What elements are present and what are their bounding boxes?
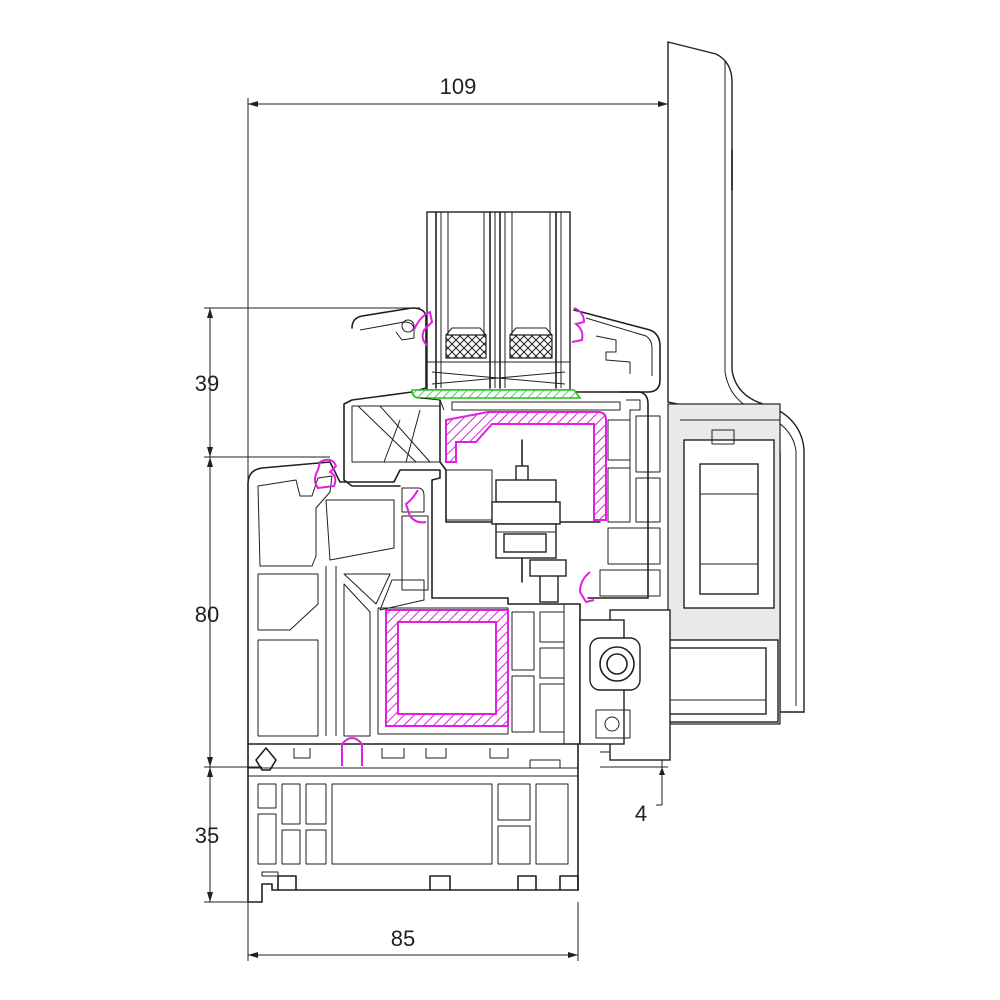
sash-profile <box>343 307 661 599</box>
dim-arrow <box>658 101 668 107</box>
gasket-glazing-outer <box>571 307 586 343</box>
dim-arrow <box>207 447 213 457</box>
gasket-sash-bottom <box>578 571 595 604</box>
dimension-lines <box>204 98 668 961</box>
dim-label-sill-height: 35 <box>195 823 219 848</box>
sash-reinforcement <box>445 411 607 521</box>
dim-arrow <box>568 952 578 958</box>
dim-label-frame-height: 80 <box>195 602 219 627</box>
dim-arrow <box>248 101 258 107</box>
gaskets <box>314 307 595 766</box>
dim-arrow <box>207 457 213 467</box>
gasket-sash-center <box>404 489 427 524</box>
gasket-glazing-inner <box>413 310 434 347</box>
dim-label-frame-width: 85 <box>391 926 415 951</box>
dim-arrow <box>207 767 213 777</box>
dim-label-overall-width: 109 <box>440 74 477 99</box>
frame-reinforcement <box>385 609 509 727</box>
frame-profile <box>247 461 641 745</box>
dim-arrow <box>207 308 213 318</box>
hardware-fitting <box>491 439 567 603</box>
glazing-block <box>411 389 582 399</box>
dim-arrow <box>248 952 258 958</box>
dim-arrow <box>207 757 213 767</box>
dim-label-sash-height: 39 <box>195 371 219 396</box>
gasket-frame-top <box>314 458 338 490</box>
shutter-box <box>609 403 781 761</box>
dim-arrow <box>659 767 665 775</box>
steel-reinforcement <box>385 411 607 727</box>
dim-label-overlap: 4 <box>635 801 647 826</box>
sill-profile <box>247 743 579 903</box>
glazing-spacer <box>509 334 553 359</box>
glazing-spacer <box>445 334 487 359</box>
glazing-unit <box>426 211 571 391</box>
dim-arrow <box>207 892 213 902</box>
gasket-sill <box>341 737 363 766</box>
glazing-support <box>411 389 582 411</box>
